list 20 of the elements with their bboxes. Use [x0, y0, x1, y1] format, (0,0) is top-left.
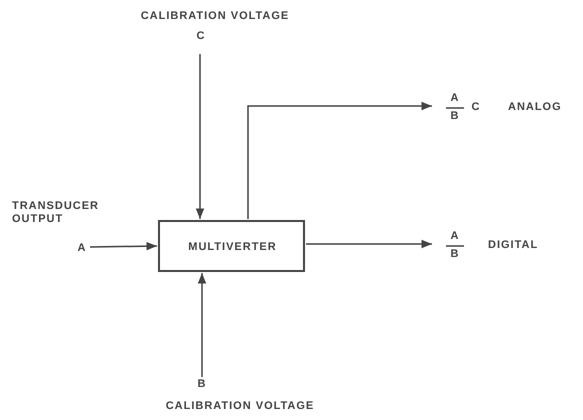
block-label: MULTIVERTER: [187, 241, 278, 254]
process-box: [158, 220, 305, 272]
output-label: DIGITAL: [488, 239, 540, 252]
numerator: A: [450, 92, 460, 105]
input-label: CALIBRATION VOLTAGE: [164, 400, 316, 413]
signal-letter: B: [196, 378, 208, 391]
arrow: [306, 240, 432, 248]
output-label: ANALOG: [508, 101, 563, 114]
input-label: TRANSDUCER OUTPUT: [12, 200, 100, 226]
numerator: A: [450, 230, 460, 243]
arrow: [196, 54, 204, 219]
denominator: B: [450, 248, 460, 261]
signal-letter: A: [76, 242, 88, 255]
arrow: [247, 102, 432, 219]
input-label: CALIBRATION VOLTAGE: [140, 10, 290, 23]
denominator: B: [450, 110, 460, 123]
signal-letter: C: [470, 101, 482, 114]
signal-letter: C: [196, 30, 206, 43]
arrow: [198, 273, 206, 377]
arrow: [90, 242, 158, 250]
